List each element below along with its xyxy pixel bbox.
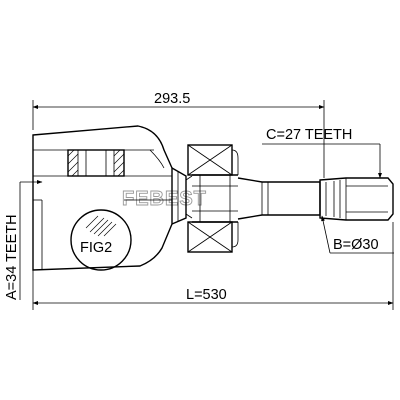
fig2-label: FIG2 [80, 240, 112, 256]
leader-shaft-diameter: B=Ø30 [321, 215, 394, 254]
shaft-diameter-label: B=Ø30 [333, 237, 379, 253]
leader-spline-teeth: C=27 TEETH [262, 127, 382, 179]
spline-teeth-label: C=27 TEETH [266, 127, 352, 143]
spline-end [319, 177, 394, 221]
dimension-total-length-label: L=530 [186, 287, 227, 303]
shaft [192, 174, 321, 223]
dimension-293-5: 293.5 [32, 91, 325, 178]
seal-upper [187, 144, 239, 176]
dimension-total-length: L=530 [32, 222, 394, 310]
leader-housing-teeth: A=34 TEETH [4, 180, 43, 300]
boot [171, 167, 193, 225]
housing-teeth-label: A=34 TEETH [4, 214, 20, 300]
seal-lower [187, 221, 239, 253]
dimension-293-5-label: 293.5 [154, 91, 190, 107]
fig2-callout: FIG2 [70, 209, 132, 271]
watermark-text: FEBEST [122, 188, 207, 210]
tripod-inner [67, 149, 172, 201]
